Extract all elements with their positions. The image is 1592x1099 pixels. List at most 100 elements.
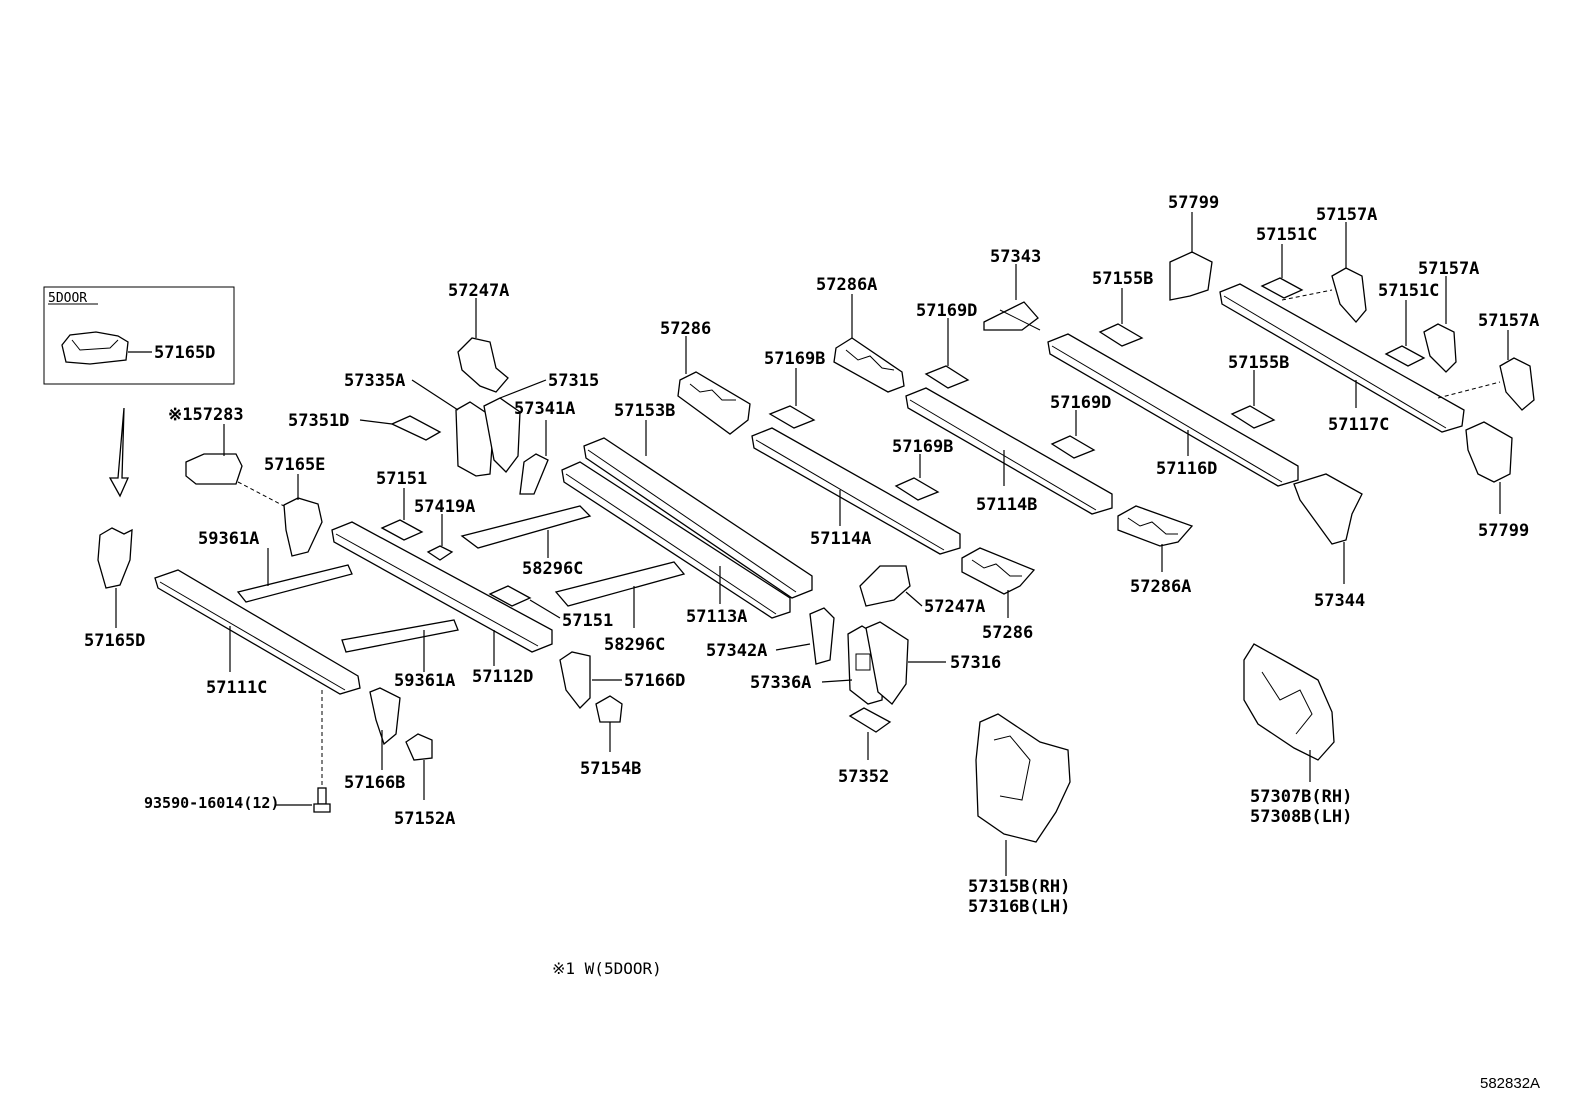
part-57111c[interactable] — [154, 569, 361, 695]
part-58296c-top[interactable] — [460, 505, 592, 549]
label-57117c: 57117C — [1328, 415, 1389, 435]
part-57151-bot[interactable] — [488, 585, 532, 607]
part-57155b-bot[interactable] — [1230, 405, 1276, 429]
part-57114b[interactable] — [905, 387, 1113, 515]
part-57169b-bot[interactable] — [894, 477, 940, 501]
label-57286-top: 57286 — [660, 319, 711, 339]
label-57157a-2: 57157A — [1418, 259, 1479, 279]
part-57335a[interactable] — [455, 401, 495, 477]
label-57351d: 57351D — [288, 411, 349, 431]
label-57153b: 57153B — [614, 401, 675, 421]
part-57116d[interactable] — [1047, 333, 1299, 487]
label-57247a-bot: 57247A — [924, 597, 985, 617]
part-57799-bot[interactable] — [1465, 421, 1513, 483]
label-57169d-top: 57169D — [916, 301, 977, 321]
label-57342a: 57342A — [706, 641, 767, 661]
part-57286a-bot[interactable] — [1117, 505, 1194, 547]
label-57114a: 57114A — [810, 529, 871, 549]
part-57344[interactable] — [1293, 473, 1363, 545]
part-57151c-mid[interactable] — [1384, 345, 1426, 367]
inset-5door: 5DOOR 57165D — [43, 286, 235, 385]
part-57151c-top[interactable] — [1260, 277, 1304, 299]
part-57166b[interactable] — [369, 687, 401, 746]
part-57157a-3[interactable] — [1499, 357, 1535, 411]
part-57283[interactable] — [185, 453, 243, 485]
label-57116d: 57116D — [1156, 459, 1217, 479]
label-57151-bot: 57151 — [562, 611, 613, 631]
part-57316[interactable] — [865, 621, 909, 705]
label-58296c-top: 58296C — [522, 559, 583, 579]
part-57117c[interactable] — [1219, 283, 1465, 433]
part-57165e[interactable] — [283, 497, 323, 557]
part-57286a-top[interactable] — [833, 337, 905, 393]
label-57151c-mid: 57151C — [1378, 281, 1439, 301]
part-57342a[interactable] — [809, 607, 835, 665]
part-57286-top[interactable] — [677, 371, 751, 435]
part-57165d[interactable] — [97, 527, 133, 589]
label-58296c-bot: 58296C — [604, 635, 665, 655]
label-57283: ※157283 — [168, 405, 244, 425]
part-57286-bot[interactable] — [961, 547, 1036, 595]
label-57247a-top: 57247A — [448, 281, 509, 301]
part-59361a-bot[interactable] — [341, 619, 459, 653]
label-57799-bot: 57799 — [1478, 521, 1529, 541]
part-57166d[interactable] — [559, 651, 591, 709]
label-57113a: 57113A — [686, 607, 747, 627]
label-57155b-bot: 57155B — [1228, 353, 1289, 373]
label-inset-57165d: 57165D — [154, 343, 215, 363]
part-57153b[interactable] — [583, 437, 813, 599]
label-57166b: 57166B — [344, 773, 405, 793]
label-59361a-bot: 59361A — [394, 671, 455, 691]
part-59361a-top[interactable] — [236, 564, 353, 603]
diagram-code: 582832A — [1480, 1075, 1540, 1092]
label-57315b: 57315B(RH) — [968, 877, 1070, 897]
part-58296c-bot[interactable] — [554, 561, 686, 607]
part-57113a[interactable] — [561, 461, 791, 619]
label-57286a-top: 57286A — [816, 275, 877, 295]
footnote: ※1 W(5DOOR) — [552, 959, 662, 978]
part-57155b-top[interactable] — [1098, 323, 1144, 347]
label-57169b-bot: 57169B — [892, 437, 953, 457]
part-57157a-1[interactable] — [1331, 267, 1367, 323]
part-57352[interactable] — [848, 707, 892, 733]
label-57152a: 57152A — [394, 809, 455, 829]
part-57114a[interactable] — [751, 427, 961, 555]
part-57799-top[interactable] — [1169, 251, 1213, 301]
part-57151-top[interactable] — [380, 519, 424, 541]
part-57307b[interactable] — [1243, 643, 1335, 761]
part-57157a-2[interactable] — [1423, 323, 1457, 373]
inset-part-57165d[interactable] — [61, 331, 129, 365]
part-57169d-bot[interactable] — [1050, 435, 1096, 459]
label-57286-bot: 57286 — [982, 623, 1033, 643]
part-57154b[interactable] — [595, 695, 623, 723]
inset-title: 5DOOR — [48, 291, 87, 306]
part-57152a[interactable] — [405, 733, 433, 761]
label-57154b: 57154B — [580, 759, 641, 779]
label-57799-top: 57799 — [1168, 193, 1219, 213]
part-57315b[interactable] — [975, 713, 1071, 843]
part-57351d[interactable] — [390, 415, 442, 441]
label-57316b: 57316B(LH) — [968, 897, 1070, 917]
part-57341a[interactable] — [519, 453, 549, 495]
label-57165e: 57165E — [264, 455, 325, 475]
inset-frame — [43, 286, 235, 385]
part-57247a-top[interactable] — [457, 337, 509, 393]
label-57308b: 57308B(LH) — [1250, 807, 1352, 827]
part-57112d[interactable] — [331, 521, 553, 653]
label-57155b-top: 57155B — [1092, 269, 1153, 289]
label-57307b: 57307B(RH) — [1250, 787, 1352, 807]
label-57157a-3: 57157A — [1478, 311, 1539, 331]
label-57316: 57316 — [950, 653, 1001, 673]
part-57169b-top[interactable] — [768, 405, 816, 429]
part-57419a[interactable] — [426, 545, 454, 561]
part-57247a-bot[interactable] — [859, 565, 911, 607]
label-57343: 57343 — [990, 247, 1041, 267]
label-57112d: 57112D — [472, 667, 533, 687]
part-93590-bolt[interactable] — [313, 787, 331, 813]
label-57419a: 57419A — [414, 497, 475, 517]
part-57169d-top[interactable] — [924, 365, 970, 389]
label-57286a-bot: 57286A — [1130, 577, 1191, 597]
label-57344: 57344 — [1314, 591, 1365, 611]
label-57151-top: 57151 — [376, 469, 427, 489]
